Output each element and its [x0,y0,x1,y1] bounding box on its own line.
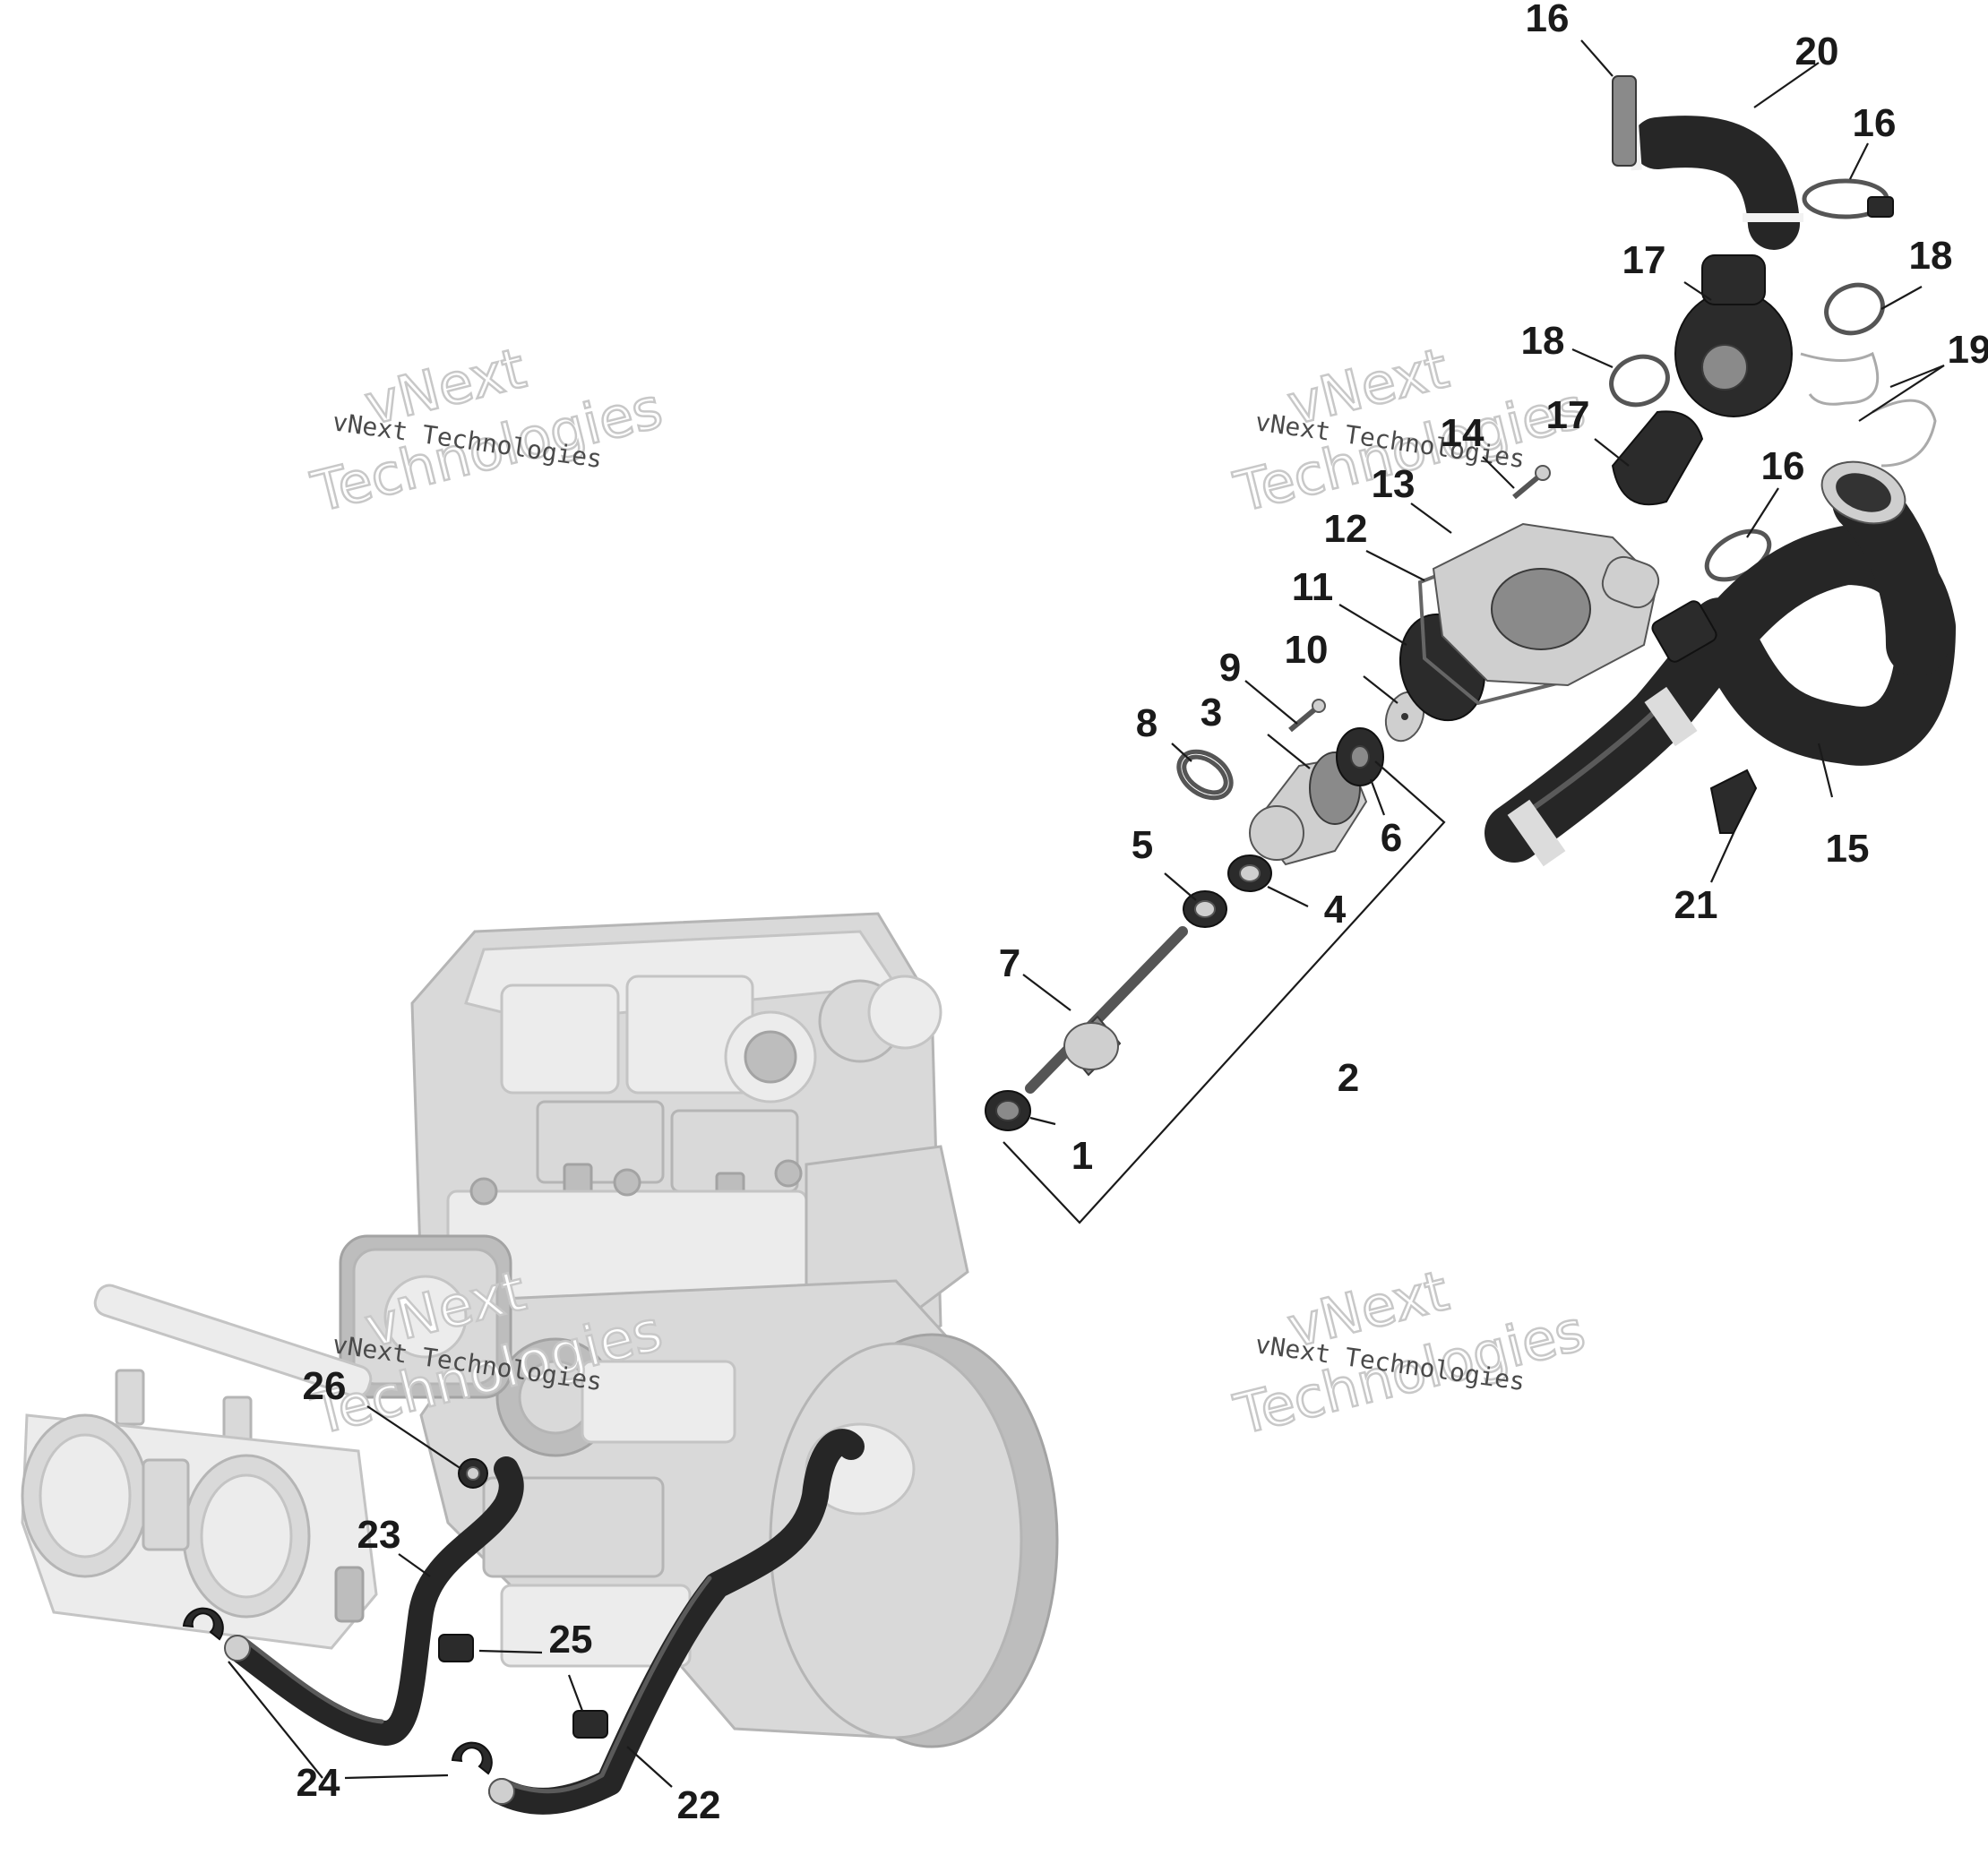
callout-15: 15 [1826,827,1870,871]
callout-16-mid: 16 [1761,444,1805,488]
callout-2: 2 [1338,1056,1359,1100]
callout-22: 22 [677,1783,721,1827]
callout-18-right: 18 [1909,234,1953,278]
callout-23: 23 [357,1513,401,1557]
callout-26: 26 [303,1364,347,1408]
callout-12: 12 [1324,507,1368,551]
callout-4: 4 [1324,888,1347,932]
callout-17-mid: 17 [1546,393,1590,437]
callout-24: 24 [297,1761,340,1805]
callout-3: 3 [1201,691,1222,734]
callout-6: 6 [1381,816,1402,860]
hose-fittings [182,1458,608,1805]
callout-11: 11 [1292,565,1334,609]
callout-20: 20 [1795,30,1839,73]
callout-16-right: 16 [1853,101,1897,145]
hose-23 [225,1456,524,1746]
leader-lines [228,39,1945,1788]
callout-5: 5 [1132,823,1153,867]
callout-7: 7 [999,941,1020,985]
callout-17-top: 17 [1622,238,1666,282]
thermostat-and-hoses [1485,75,1956,867]
callout-18-left: 18 [1521,319,1565,363]
callout-19: 19 [1948,328,1988,372]
callout-16-top: 16 [1526,0,1570,40]
engine-block [21,912,1059,1748]
callout-numbers: 1 2 3 4 5 6 7 8 9 10 11 12 13 14 15 16 1… [297,0,1988,1827]
callout-8: 8 [1136,701,1158,745]
callout-25: 25 [549,1618,593,1662]
hose-22 [488,1429,865,1815]
callout-21: 21 [1674,883,1718,927]
callout-9: 9 [1219,646,1241,690]
callout-1: 1 [1071,1134,1093,1178]
callout-13: 13 [1372,462,1416,506]
callout-10: 10 [1285,628,1329,672]
water-pump-components [985,465,1660,1131]
callout-14: 14 [1441,411,1485,455]
